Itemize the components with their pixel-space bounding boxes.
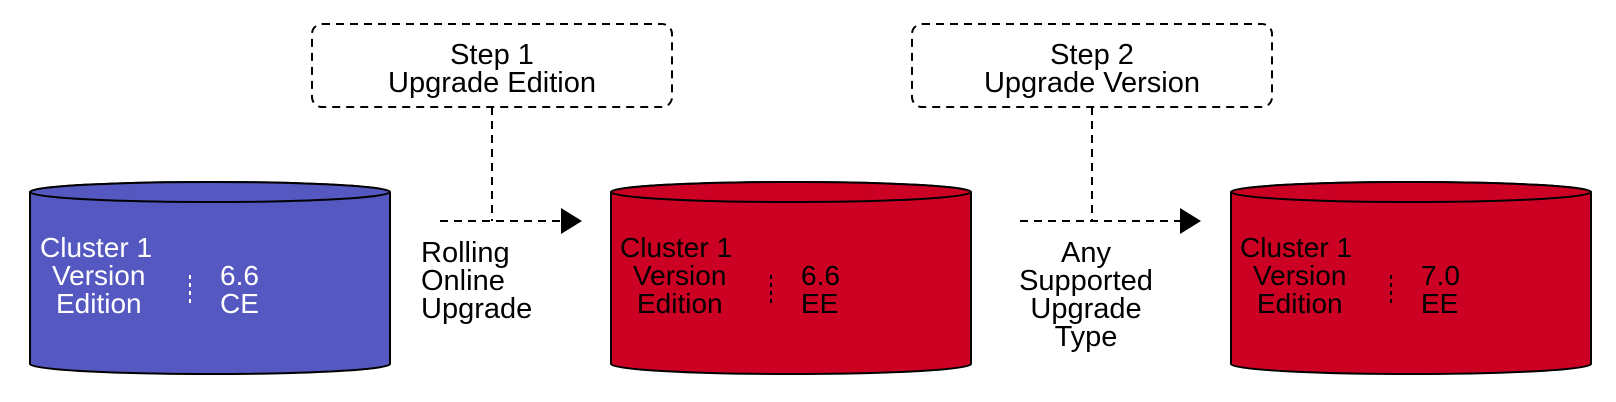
cluster-2-version-label: Version: [633, 260, 726, 291]
cluster-2-version-value: 6.6: [801, 260, 840, 291]
step-2-title: Step 2: [1050, 39, 1134, 71]
arrow-1: [440, 208, 582, 234]
transition-2-line-4: Type: [1055, 321, 1118, 353]
transition-2-line-3: Upgrade: [1030, 293, 1141, 325]
cluster-3-edition-label: Edition: [1257, 288, 1343, 319]
cluster-2-edition-value: EE: [801, 288, 838, 319]
transition-2-label: Any Supported Upgrade Type: [1019, 237, 1153, 353]
cluster-2-name: Cluster 1: [620, 232, 732, 263]
transition-1-line-1: Rolling: [421, 237, 510, 269]
arrow-2: [1020, 208, 1201, 234]
cluster-cylinder-2: Cluster 1 Version Edition 6.6 EE: [610, 181, 972, 375]
cluster-3-version-value: 7.0: [1421, 260, 1460, 291]
cluster-1-version-label: Version: [52, 260, 145, 291]
cluster-3-name: Cluster 1: [1240, 232, 1352, 263]
transition-1-line-2: Online: [421, 265, 505, 297]
cluster-2-edition-label: Edition: [637, 288, 723, 319]
step-1-box: Step 1 Upgrade Edition: [311, 23, 673, 108]
cluster-cylinder-3: Cluster 1 Version Edition 7.0 EE: [1230, 181, 1592, 375]
step-2-subtitle: Upgrade Version: [984, 67, 1200, 99]
transition-1-line-3: Upgrade: [421, 293, 532, 325]
step-1-subtitle: Upgrade Edition: [388, 67, 596, 99]
cluster-3-version-label: Version: [1253, 260, 1346, 291]
cluster-3-edition-value: EE: [1421, 288, 1458, 319]
transition-1-label: Rolling Online Upgrade: [421, 237, 532, 325]
cluster-1-edition-label: Edition: [56, 288, 142, 319]
transition-2-line-2: Supported: [1019, 265, 1153, 297]
cluster-1-edition-value: CE: [220, 288, 259, 319]
cluster-1-version-value: 6.6: [220, 260, 259, 291]
cluster-1-name: Cluster 1: [40, 232, 152, 263]
transition-2-line-1: Any: [1061, 237, 1111, 269]
step-2-box: Step 2 Upgrade Version: [911, 23, 1273, 108]
step-1-title: Step 1: [450, 39, 534, 71]
cluster-cylinder-1: Cluster 1 Version Edition 6.6 CE: [29, 181, 391, 375]
